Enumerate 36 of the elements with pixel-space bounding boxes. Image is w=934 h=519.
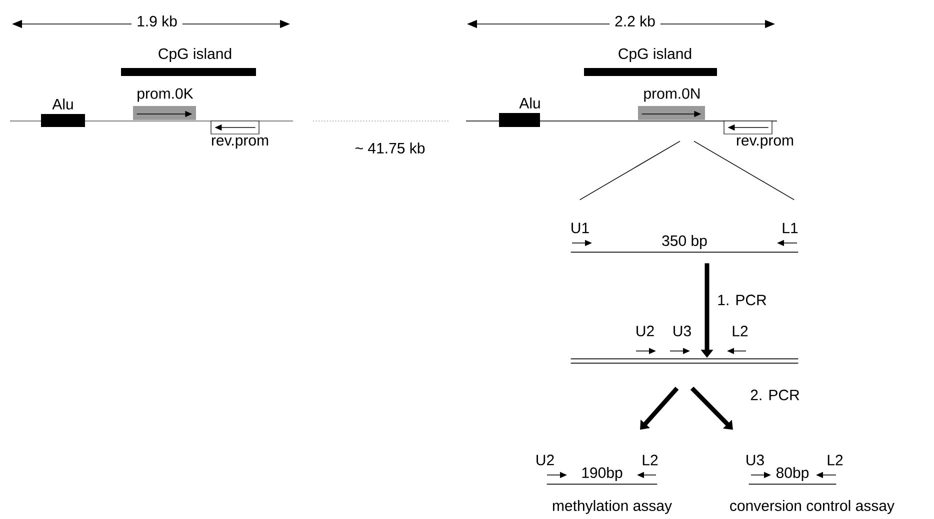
edge-label: 2. PCR [750, 390, 800, 400]
node-label: rev.prom [736, 137, 794, 149]
dna-fragment: 190bp [546, 467, 658, 485]
pcr-arrow [690, 386, 733, 430]
repeat-element-box [41, 114, 85, 127]
primer-label: U2 [636, 326, 654, 336]
dna-fragment: 350 bp [570, 235, 799, 253]
primer-label: L2 [732, 326, 748, 336]
reverse-promoter-box [724, 120, 772, 134]
node-label: prom.0N [644, 88, 700, 102]
node-label: prom.0K [138, 88, 194, 102]
dimension-label: 1.9 kb [132, 14, 182, 28]
node-label: Alu [519, 98, 540, 108]
assay-label: conversion control assay [730, 500, 894, 514]
cpg-island-bar [121, 68, 256, 76]
promoter-box [638, 106, 705, 120]
node-label: rev.prom [212, 137, 268, 149]
edge-label: 1. PCR [718, 294, 766, 306]
double-strand-fragment [570, 358, 799, 364]
node-label: CpG island [158, 48, 232, 62]
dna-fragment: 80bp [748, 467, 837, 485]
zoom-line [694, 140, 795, 200]
zoom-line [579, 140, 680, 200]
reverse-promoter-box [210, 120, 260, 134]
distance-label: ~ 41.75 kb [355, 142, 425, 154]
node-label: CpG island [618, 48, 692, 62]
primer-label: U2 [536, 454, 554, 466]
assay-label: methylation assay [552, 500, 672, 514]
node-label: Alu [52, 98, 73, 110]
cpg-island-bar [584, 68, 717, 76]
primer-label: U3 [674, 326, 691, 336]
repeat-element-box [499, 113, 540, 127]
promoter-box [133, 106, 196, 120]
pcr-arrow [640, 386, 679, 430]
primer-label: L2 [828, 454, 843, 466]
dimension-label: 2.2 kb [610, 14, 660, 28]
